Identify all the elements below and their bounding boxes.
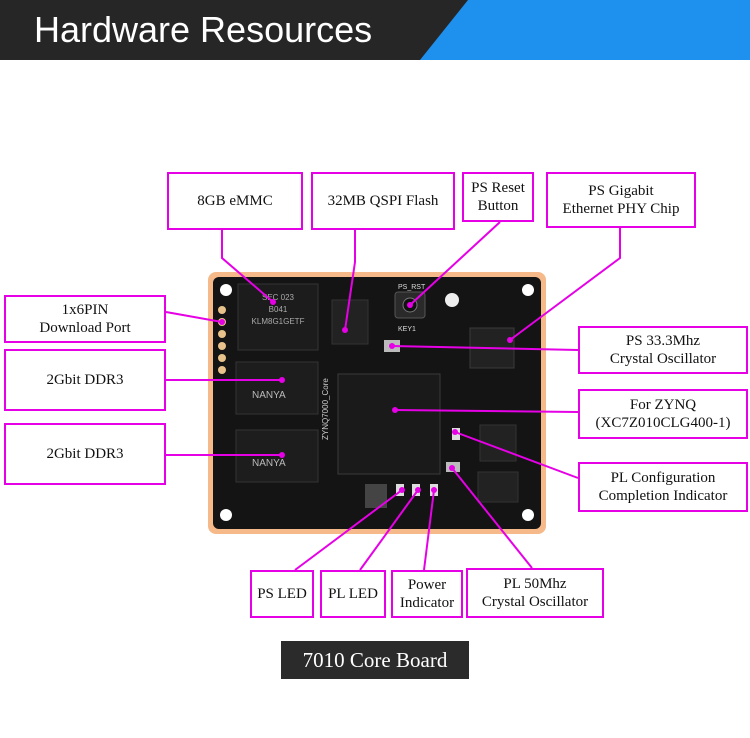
svg-text:SEC 023: SEC 023 <box>262 293 295 302</box>
zynq-soc <box>337 373 441 475</box>
label-ddr3-2: 2Gbit DDR3 <box>4 423 166 485</box>
svg-text:KEY1: KEY1 <box>398 326 416 333</box>
callout-tips <box>219 299 513 493</box>
label-power-indicator: Power Indicator <box>391 570 463 618</box>
label-qspi-flash: 32MB QSPI Flash <box>311 172 455 230</box>
label-pl-oscillator: PL 50Mhz Crystal Oscillator <box>466 568 604 618</box>
callout-lines <box>165 221 621 571</box>
header-accent <box>420 0 750 60</box>
mount-hole <box>220 284 232 296</box>
ddr3-chip-1 <box>235 361 319 415</box>
label-download-port: 1x6PIN Download Port <box>4 295 166 343</box>
mount-hole <box>522 509 534 521</box>
mount-hole <box>522 284 534 296</box>
svg-text:B041: B041 <box>269 305 288 314</box>
qspi-chip <box>331 299 369 345</box>
emmc-chip <box>237 283 319 351</box>
power-ic <box>477 471 519 503</box>
page-title: Hardware Resources <box>34 9 373 50</box>
svg-text:NANYA: NANYA <box>252 390 286 401</box>
label-ps-reset-button: PS Reset Button <box>462 172 534 222</box>
svg-text:KLM8G1GETF: KLM8G1GETF <box>252 317 305 326</box>
label-emmc: 8GB eMMC <box>167 172 303 230</box>
label-ps-oscillator: PS 33.3Mhz Crystal Oscillator <box>578 326 748 374</box>
label-ddr3-1: 2Gbit DDR3 <box>4 349 166 411</box>
header-accent-shape <box>420 0 750 60</box>
label-zynq: For ZYNQ (XC7Z010CLG400-1) <box>578 389 748 439</box>
board-caption: 7010 Core Board <box>281 641 469 679</box>
svg-text:ZYNQ7000_Core: ZYNQ7000_Core <box>321 378 330 440</box>
svg-text:PS_RST: PS_RST <box>398 284 426 291</box>
mount-hole <box>220 509 232 521</box>
label-ps-ethernet-phy: PS Gigabit Ethernet PHY Chip <box>546 172 696 228</box>
label-pl-led: PL LED <box>320 570 386 618</box>
svg-text:NANYA: NANYA <box>252 458 286 469</box>
label-pl-config-indicator: PL Configuration Completion Indicator <box>578 462 748 512</box>
logo-mark <box>445 293 459 307</box>
capacitor <box>365 484 387 508</box>
label-ps-led: PS LED <box>250 570 314 618</box>
